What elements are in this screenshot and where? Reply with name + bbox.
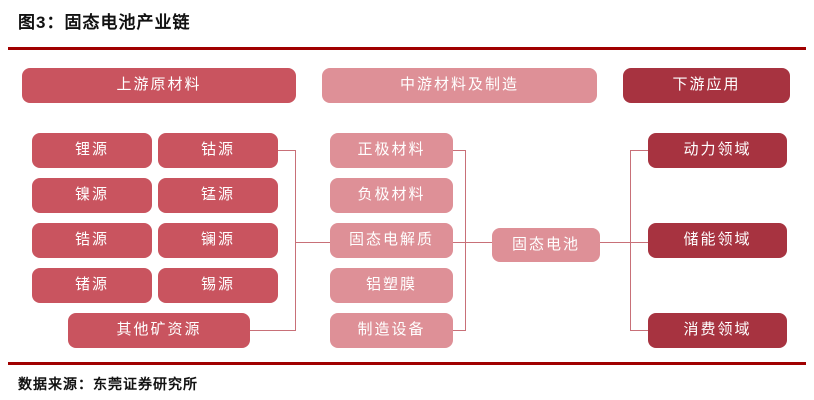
top-rule-divider [8,47,806,50]
connector-upstream-bottom-stub [250,330,295,331]
node-storage-field: 储能领域 [648,223,787,258]
node-lanthanum-source: 镧源 [158,223,278,258]
node-power-field: 动力领域 [648,133,787,168]
connector-downstream-top-tick [630,150,648,151]
figure-title: 图3：固态电池产业链 [18,13,191,32]
connector-midstream-to-battery [453,242,492,243]
node-solid-state-battery: 固态电池 [492,228,600,262]
node-zirconium-source: 锆源 [32,223,152,258]
connector-midstream-top-stub [453,150,466,151]
node-germanium-source: 锗源 [32,268,152,303]
bottom-rule-divider [8,362,806,365]
connector-upstream-to-midstream [295,242,330,243]
node-solid-electrolyte: 固态电解质 [330,223,453,258]
node-other-minerals: 其他矿资源 [68,313,250,348]
node-cobalt-source: 钴源 [158,133,278,168]
connector-downstream-bottom-tick [630,330,648,331]
connector-upstream-top-stub [278,150,295,151]
connector-downstream-vertical [630,150,631,331]
node-nickel-source: 镍源 [32,178,152,213]
connector-midstream-bottom-stub [453,330,466,331]
connector-battery-to-downstream [600,242,648,243]
node-cathode-material: 正极材料 [330,133,453,168]
node-tin-source: 锡源 [158,268,278,303]
node-lithium-source: 锂源 [32,133,152,168]
header-downstream: 下游应用 [623,68,790,103]
node-al-plastic-film: 铝塑膜 [330,268,453,303]
node-manganese-source: 锰源 [158,178,278,213]
header-midstream: 中游材料及制造 [322,68,597,103]
node-anode-material: 负极材料 [330,178,453,213]
node-manufacturing-equipment: 制造设备 [330,313,453,348]
connector-midstream-vertical [465,150,466,331]
data-source-note: 数据来源：东莞证券研究所 [18,376,198,392]
connector-upstream-vertical [295,150,296,331]
node-consumer-field: 消费领域 [648,313,787,348]
header-upstream: 上游原材料 [22,68,296,103]
